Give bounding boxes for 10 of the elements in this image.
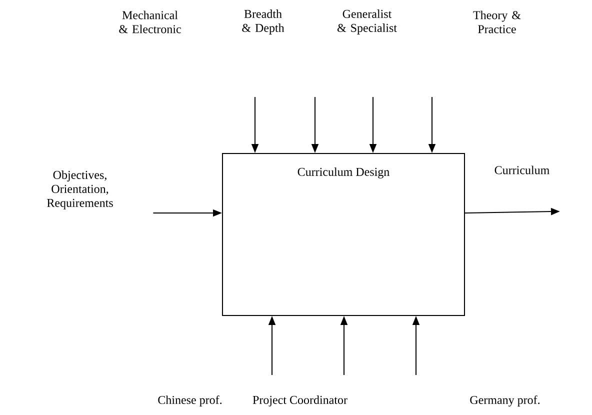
label-text: Mechanical & Electronic bbox=[119, 10, 181, 34]
label-text: Theory & Practice bbox=[473, 10, 521, 34]
label-text: Curriculum bbox=[494, 166, 550, 174]
label-text: Generalist & Specialist bbox=[337, 10, 397, 34]
label-text: Chinese prof. bbox=[158, 395, 222, 406]
label-text: Objectives, Orientation, Requirements bbox=[47, 170, 113, 210]
label-text: Germany prof. bbox=[470, 395, 540, 406]
label-text: Project Coordinator bbox=[252, 396, 348, 406]
process-box: Curriculum Design bbox=[222, 153, 465, 316]
label-text: Breadth & Depth bbox=[242, 10, 284, 34]
